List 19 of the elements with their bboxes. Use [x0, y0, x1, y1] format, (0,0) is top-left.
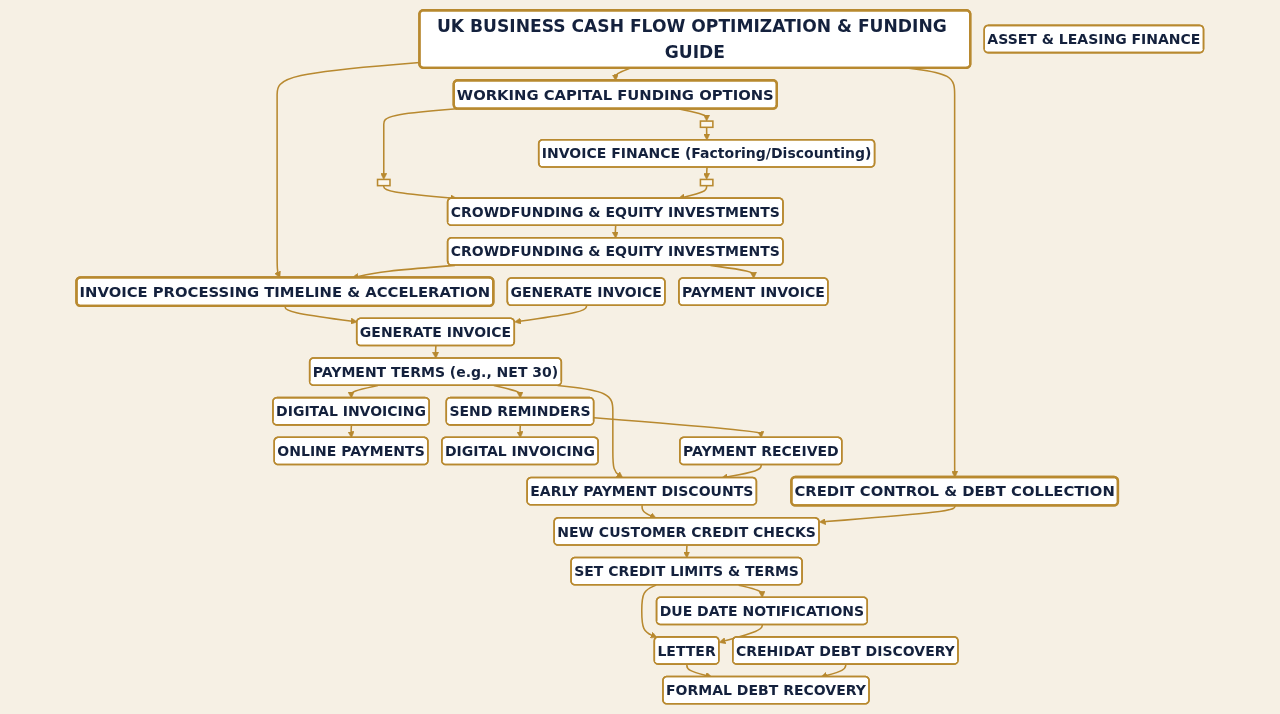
arrow: [514, 304, 588, 325]
node-box: [376, 178, 391, 187]
arrow: [641, 504, 657, 519]
node-box: [699, 120, 714, 129]
arrow: [718, 624, 764, 645]
arrow: [611, 67, 631, 81]
arrow: [703, 126, 711, 141]
arrow: [641, 584, 658, 639]
arrow: [703, 166, 711, 180]
arrow: [611, 224, 619, 239]
arrow: [593, 416, 765, 438]
arrow: [284, 305, 358, 325]
arrow: [683, 544, 690, 559]
arrow: [516, 424, 524, 438]
arrow: [347, 424, 355, 438]
node-box: [699, 178, 714, 187]
arrow: [819, 505, 956, 525]
arrow: [556, 384, 624, 479]
arrow: [432, 345, 439, 359]
